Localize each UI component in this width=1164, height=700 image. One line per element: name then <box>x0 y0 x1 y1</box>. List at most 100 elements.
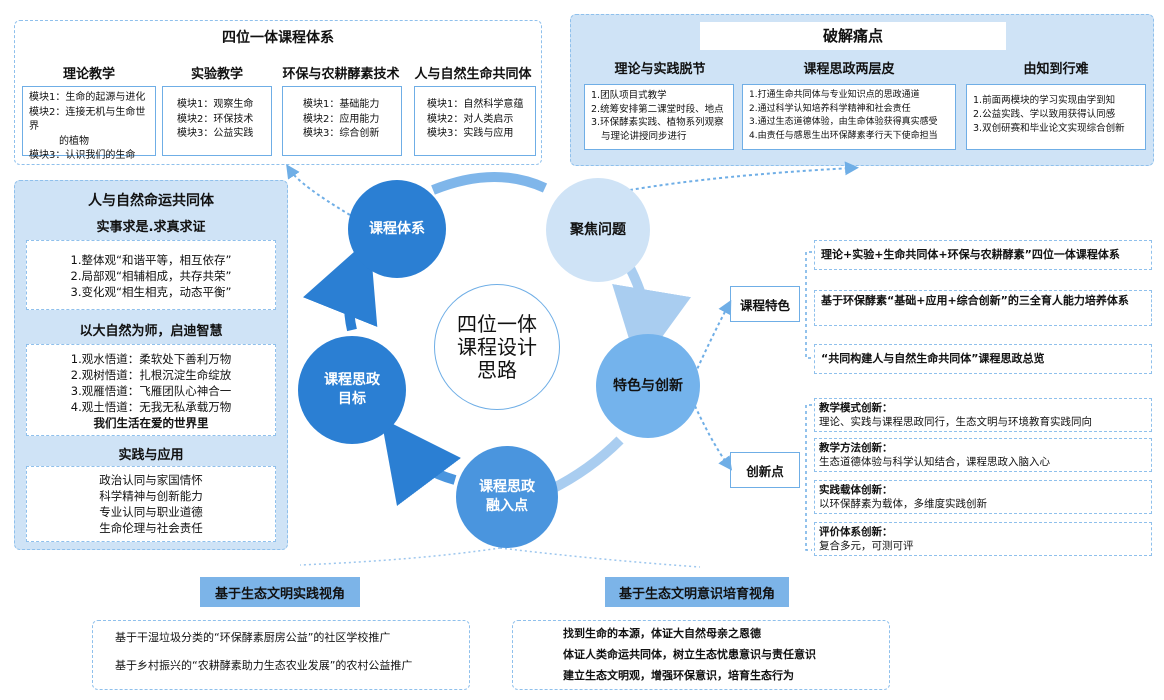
section-box-nature: 1.观水悟道：柔软处下善利万物 2.观树悟道：扎根沉淀生命绽放 3.观雁悟道：飞… <box>26 344 276 436</box>
list-item: 1.团队项目式教学 <box>591 90 667 101</box>
feature-item: 基于环保酵素“基础+应用+综合创新”的三全育人能力培养体系 <box>814 290 1152 326</box>
node-label: 课程思政 <box>324 372 380 388</box>
innovation-desc: 复合多元，可测可评 <box>819 540 914 552</box>
center-line: 课程设计 <box>457 334 537 359</box>
pain-box-2: 1.打通生命共同体与专业知识点的思政通道 2.通过科学认知培养科学精神和社会责任… <box>742 84 956 150</box>
arc-system-focus <box>431 172 548 195</box>
features-label: 课程特色 <box>739 297 790 313</box>
cycle-node-entry-point: 课程思政 融入点 <box>456 446 558 548</box>
connector-entry-left <box>299 547 501 566</box>
node-label: 课程体系 <box>369 220 425 237</box>
list-item: 找到生命的本源，体证大自然母亲之恩德 <box>563 627 761 640</box>
list-item: 基于干湿垃圾分类的“环保酵素厨房公益”的社区学校推广 <box>115 631 391 644</box>
node-label: 融入点 <box>486 498 528 514</box>
tag-label: 基于生态文明意识培育视角 <box>618 586 775 602</box>
list-item: 政治认同与家国情怀 <box>99 473 203 487</box>
list-item: 模块1：自然科学意蕴 <box>427 99 524 110</box>
list-item: 我们生活在爱的世界里 <box>93 416 209 430</box>
list-item: 2.观树悟道：扎根沉淀生命绽放 <box>70 368 232 382</box>
pain-box-1: 1.团队项目式教学 2.统筹安排第二课堂时段、地点 3.环保酵素实践、植物系列观… <box>584 84 734 150</box>
section-heading-nature: 以大自然为师，启迪智慧 <box>79 324 223 339</box>
list-item: 科学精神与创新能力 <box>99 489 203 503</box>
list-item: 生命伦理与社会责任 <box>99 521 203 535</box>
list-item: 模块3：公益实践 <box>177 128 254 139</box>
innovation-desc: 以环保酵素为载体，多维度实践创新 <box>819 498 987 510</box>
cycle-node-focus-issues: 聚焦问题 <box>546 178 650 282</box>
cycle-node-goal: 课程思政 目标 <box>298 336 406 444</box>
bracket-innovations <box>805 404 812 551</box>
innovation-title: 教学方法创新： <box>819 442 893 454</box>
cycle-center: 四位一体 课程设计 思路 <box>434 284 560 410</box>
feature-text: “共同构建人与自然生命共同体”课程思政总览 <box>821 352 1045 365</box>
col-box-theory: 模块1：生命的起源与进化 模块2：连接无机与生命世界 的植物 模块3：认识我们的… <box>22 86 156 161</box>
node-label: 特色与创新 <box>613 377 683 394</box>
section-heading-practice: 实践与应用 <box>118 448 184 463</box>
list-item: 2.局部观“相辅相成，共存共荣” <box>70 269 232 283</box>
list-item: 模块3：实践与应用 <box>427 128 514 139</box>
list-item: 基于乡村振兴的“农耕酵素助力生态农业发展”的农村公益推广 <box>115 659 413 672</box>
feature-text: 理论+实验+生命共同体+环保与农耕酵素”四位一体课程体系 <box>821 248 1120 261</box>
destiny-title: 人与自然命运共同体 <box>88 193 214 209</box>
list-item: 模块2：应用能力 <box>303 113 380 125</box>
practice-perspective-box: 基于干湿垃圾分类的“环保酵素厨房公益”的社区学校推广 基于乡村振兴的“农耕酵素助… <box>92 620 470 690</box>
pain-points-title: 破解痛点 <box>700 22 1006 50</box>
center-line: 四位一体 <box>457 311 537 336</box>
feature-text: 基于环保酵素“基础+应用+综合创新”的三全育人能力培养体系 <box>821 294 1129 307</box>
innovation-label-box: 创新点 <box>730 452 800 488</box>
section-box-truth: 1.整体观“和谐平等，相互依存” 2.局部观“相辅相成，共存共荣” 3.变化观“… <box>26 240 276 310</box>
innovation-title: 评价体系创新： <box>819 526 893 538</box>
list-item: 模块2：对人类启示 <box>427 113 514 125</box>
list-item: 3.双创研赛和毕业论文实现综合创新 <box>973 123 1125 134</box>
node-label: 目标 <box>338 391 366 407</box>
practice-perspective-tag: 基于生态文明实践视角 <box>200 577 360 607</box>
list-item: 3.变化观“相生相克，动态平衡” <box>70 285 232 299</box>
node-label: 聚焦问题 <box>570 221 626 238</box>
list-item: 4.由责任与感恩生出环保酵素孝行天下使命担当 <box>749 130 938 141</box>
node-label: 课程思政 <box>479 479 535 495</box>
list-item: 与理论讲授同步进行 <box>601 130 687 142</box>
list-item: 体证人类命运共同体，树立生态忧患意识与责任意识 <box>563 648 816 661</box>
col-heading-theory: 理论教学 <box>62 67 115 82</box>
feature-item: “共同构建人与自然生命共同体”课程思政总览 <box>814 344 1152 374</box>
feature-item: 理论+实验+生命共同体+环保与农耕酵素”四位一体课程体系 <box>814 240 1152 270</box>
list-item: 模块1：生命的起源与进化 <box>29 92 146 103</box>
list-item: 模块1：观察生命 <box>177 99 254 110</box>
col-heading-community: 人与自然生命共同体 <box>414 67 532 82</box>
innovation-item: 教学方法创新： 生态道德体验与科学认知结合，课程思政入脑入心 <box>814 438 1152 472</box>
list-item: 1.观水悟道：柔软处下善利万物 <box>70 352 232 366</box>
list-item: 3.环保酵素实践、植物系列观察 <box>591 117 724 128</box>
arc-goal-system <box>303 237 378 332</box>
innovation-title: 教学模式创新： <box>819 402 893 414</box>
list-item: 专业认同与职业道德 <box>99 505 203 519</box>
col-box-enzyme: 模块1：基础能力 模块2：应用能力 模块3：综合创新 <box>282 86 402 156</box>
innovation-item: 实践载体创新： 以环保酵素为载体，多维度实践创新 <box>814 480 1152 514</box>
connector-focus-top <box>629 161 859 191</box>
innovation-desc: 理论、实践与课程思政同行，生态文明与环境教育实践同向 <box>819 416 1092 428</box>
list-item: 3.观雁悟道：飞雁团队心神合一 <box>70 384 232 398</box>
course-system-title: 四位一体课程体系 <box>222 30 334 46</box>
pain-box-3: 1.前面两模块的学习实现由学到知 2.公益实践、学以致用获得认同感 3.双创研赛… <box>966 84 1146 150</box>
innovation-desc: 生态道德体验与科学认知结合，课程思政入脑入心 <box>819 456 1050 468</box>
list-item: 模块1：基础能力 <box>303 99 380 110</box>
list-item: 模块3：认识我们的生命 <box>29 150 136 161</box>
list-item: 的植物 <box>59 135 89 147</box>
awareness-perspective-tag: 基于生态文明意识培育视角 <box>605 577 789 607</box>
col-heading-experiment: 实验教学 <box>190 67 243 82</box>
list-item: 2.公益实践、学以致用获得认同感 <box>973 109 1116 120</box>
col-box-experiment: 模块1：观察生命 模块2：环保技术 模块3：公益实践 <box>162 86 272 156</box>
awareness-perspective-box: 找到生命的本源，体证大自然母亲之恩德 体证人类命运共同体，树立生态忧患意识与责任… <box>512 620 890 690</box>
connector-system-top <box>286 164 351 216</box>
arc-entry-goal <box>380 418 462 507</box>
list-item: 1.前面两模块的学习实现由学到知 <box>973 95 1116 106</box>
list-item: 2.通过科学认知培养科学精神和社会责任 <box>749 103 911 114</box>
col-heading-enzyme: 环保与农耕酵素技术 <box>282 67 400 82</box>
list-item: 1.整体观“和谐平等，相互依存” <box>70 253 232 267</box>
cycle-node-feature-innovation: 特色与创新 <box>596 334 700 438</box>
section-heading-truth: 实事求是.求真求证 <box>96 220 206 235</box>
col-box-community: 模块1：自然科学意蕴 模块2：对人类启示 模块3：实践与应用 <box>414 86 536 156</box>
list-item: 2.统筹安排第二课堂时段、地点 <box>591 103 724 115</box>
center-line: 思路 <box>477 357 517 382</box>
pain-heading-2: 课程思政两层皮 <box>803 62 895 77</box>
innovation-title: 实践载体创新： <box>819 484 893 496</box>
list-item: 模块3：综合创新 <box>303 128 380 139</box>
